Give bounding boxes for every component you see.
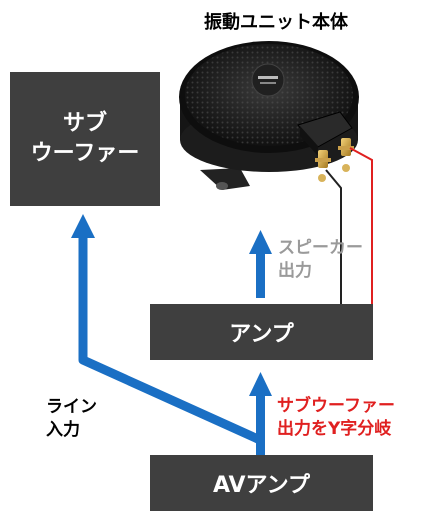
subwoofer-box: サブ ウーファー: [10, 72, 160, 206]
vibration-unit-image: [179, 41, 359, 190]
terminal-red: [338, 138, 354, 156]
speaker-output-arrow: [249, 230, 272, 298]
line-input-arrow: [71, 214, 262, 445]
unit-title: 振動ユニット本体: [204, 12, 348, 33]
amp-box: アンプ: [150, 304, 373, 360]
speaker-wire-red: [349, 147, 373, 304]
amp-label: アンプ: [229, 322, 294, 347]
terminal-black: [315, 150, 331, 168]
subwoofer-label: サブ ウーファー: [30, 111, 140, 166]
av-to-amp-arrow: [249, 372, 272, 456]
av-amp-label: AVアンプ: [212, 473, 311, 498]
av-amp-box: AVアンプ: [150, 455, 373, 511]
speaker-wire-black: [325, 169, 342, 304]
speaker-output-label: スピーカー 出力: [278, 238, 363, 281]
y-split-label: サブウーファー 出力をY字分岐: [277, 396, 395, 439]
line-input-label: ライン 入力: [46, 397, 97, 440]
